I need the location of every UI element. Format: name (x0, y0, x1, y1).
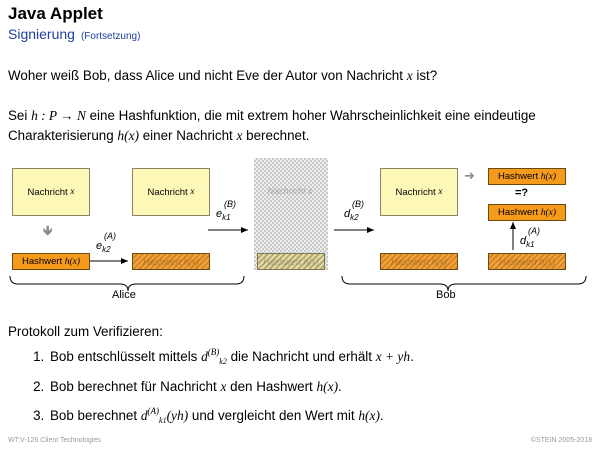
def-mid2: einer Nachricht (138, 128, 237, 143)
key-ek2: (A)ek2 (96, 231, 116, 255)
message-label: Nachricht (27, 186, 68, 198)
step2-math: x (220, 379, 227, 394)
bob-brace (341, 275, 587, 292)
key-ek2-base: e (96, 240, 103, 252)
signature-diagram: Nachricht x 🡻 Hashwert h(x) (A)ek2 Nachr… (0, 158, 600, 308)
subtitle-text: Signierung (8, 26, 75, 42)
step1-post: die Nachricht und erhält (226, 349, 376, 364)
protocol-heading: Protokoll zum Verifizieren: (8, 324, 163, 339)
footer-right: ©STEIN 2005-2018 (530, 437, 592, 444)
step1-key-sup: (B) (207, 347, 220, 357)
bob-hash-var: h(x) (540, 171, 557, 182)
step1-math: x + yh (375, 349, 411, 364)
key-dk2-base: d (344, 208, 351, 220)
bob-encrypted-hash: Hashwert h(x) (380, 253, 458, 270)
protocol-step-1: Bob entschlüsselt mittels d(B)k2 die Nac… (48, 340, 600, 374)
message-copy-var: x (190, 187, 195, 197)
def-post: berechnet. (242, 128, 310, 143)
question-text: Woher weiß Bob, dass Alice und nicht Eve… (8, 68, 407, 83)
slide-title: Java Applet (8, 4, 103, 23)
footer-left: WT:V-126 Client Technologies (8, 437, 101, 444)
step1-end: . (410, 349, 414, 364)
alice-hash-box: Hashwert h(x) (12, 253, 90, 270)
key-dk1-base: d (520, 235, 527, 247)
encrypted-packet: Nachricht x Hashwert h(x) (254, 158, 328, 270)
step3-pre: Bob berechnet (50, 408, 141, 423)
definition-paragraph: Sei h : P → N eine Hashfunktion, die mit… (8, 106, 593, 146)
key-dk2-sup: (B) (352, 199, 364, 209)
bob-label: Bob (436, 289, 456, 301)
bob-hash-label: Hashwert (497, 171, 539, 182)
key-dk2-sub: k2 (350, 213, 359, 222)
diagram-lines (9, 222, 587, 292)
def-x: x (236, 128, 243, 143)
alice-message-box: Nachricht x (12, 168, 90, 216)
question-paragraph: Woher weiß Bob, dass Alice und nicht Eve… (8, 66, 437, 86)
alice-message-copy-box: Nachricht x (132, 168, 210, 216)
step3-end: . (379, 408, 384, 423)
key-dk1: (A)dk1 (520, 226, 540, 250)
def-pre: Sei (8, 108, 32, 123)
alice-encrypted-hash: Hashwert h(x) (132, 253, 210, 270)
encrypted-hash-text: Hashwert h(x) (142, 256, 199, 267)
key-ek1-sub: k1 (222, 213, 231, 222)
bob-received-hash: Hashwert h(x) (488, 253, 566, 270)
key-ek1-sup: (B) (224, 199, 236, 209)
step3-key-sub: k1 (159, 416, 167, 425)
key-dk2: (B)dk2 (344, 199, 364, 223)
encrypted-message-text: Nachricht x (267, 186, 313, 196)
step2-pre: Bob berechnet für Nachricht (50, 379, 221, 394)
alice-brace (9, 275, 245, 292)
alice-label: Alice (112, 289, 136, 301)
message-copy-label: Nachricht (147, 186, 188, 198)
protocol-step-2: Bob berechnet für Nachricht x den Hashwe… (48, 374, 600, 399)
key-dk1-sup: (A) (528, 226, 540, 236)
key-dk1-sub: k1 (526, 240, 535, 249)
key-ek1-base: e (216, 208, 223, 220)
step3-key-base: d (140, 408, 148, 423)
def-formula: h : P → N (31, 108, 86, 123)
bob-received-hash-text: Hashwert h(x) (498, 256, 555, 267)
step3-key: d(A)k1(yh) (140, 406, 189, 425)
step1-key: d(B)k2 (201, 347, 227, 366)
bob-decrypted-hash: Hashwert h(x) (488, 204, 566, 221)
step1-key-sub: k2 (219, 357, 227, 366)
def-hx: h(x) (117, 128, 139, 143)
step3-key-sup: (A) (147, 406, 160, 416)
step2-mid: den Hashwert (226, 379, 317, 394)
bob-encrypted-hash-text: Hashwert h(x) (390, 256, 447, 267)
encrypted-message: Nachricht x (257, 168, 323, 214)
step1-pre: Bob entschlüsselt mittels (50, 349, 202, 364)
subtitle-note: (Fortsetzung) (80, 31, 141, 42)
slide-subtitle: Signierung (Fortsetzung) (8, 26, 140, 42)
bob-dec-hash-var: h(x) (540, 207, 557, 218)
step1-key-base: d (201, 349, 208, 364)
compare-symbol: =? (515, 187, 529, 199)
step2-math2: h(x) (316, 379, 339, 394)
key-ek2-sub: k2 (102, 245, 111, 254)
right-arrow-icon: ➜ (464, 168, 475, 183)
hash-var: h(x) (64, 256, 81, 267)
bob-message-var: x (438, 187, 443, 197)
question-var-x: x (406, 68, 413, 83)
key-ek2-sup: (A) (104, 231, 116, 241)
bob-message-label: Nachricht (395, 186, 436, 198)
key-ek1: (B)ek1 (216, 199, 236, 223)
question-end: ist? (412, 68, 438, 83)
message-var: x (70, 187, 75, 197)
bob-dec-hash-label: Hashwert (497, 207, 539, 218)
encrypted-packet-hash: Hashwert h(x) (257, 253, 325, 270)
step3-post: und vergleicht den Wert mit (188, 408, 359, 423)
protocol-steps: Bob entschlüsselt mittels d(B)k2 die Nac… (20, 340, 600, 433)
bob-message-box: Nachricht x (380, 168, 458, 216)
def-mid: eine Hashfunktion, die mit extrem hoher … (8, 108, 536, 143)
down-arrow-icon: 🡻 (43, 223, 53, 238)
bob-computed-hash: Hashwert h(x) (488, 168, 566, 185)
encrypted-packet-hash-text: Hashwert h(x) (262, 256, 319, 267)
step3-math: h(x) (358, 408, 380, 423)
hash-label: Hashwert (21, 256, 63, 267)
protocol-step-3: Bob berechnet d(A)k1(yh) und vergleicht … (48, 399, 600, 433)
step3-arg: (yh) (166, 408, 189, 423)
step2-end: . (338, 379, 342, 394)
